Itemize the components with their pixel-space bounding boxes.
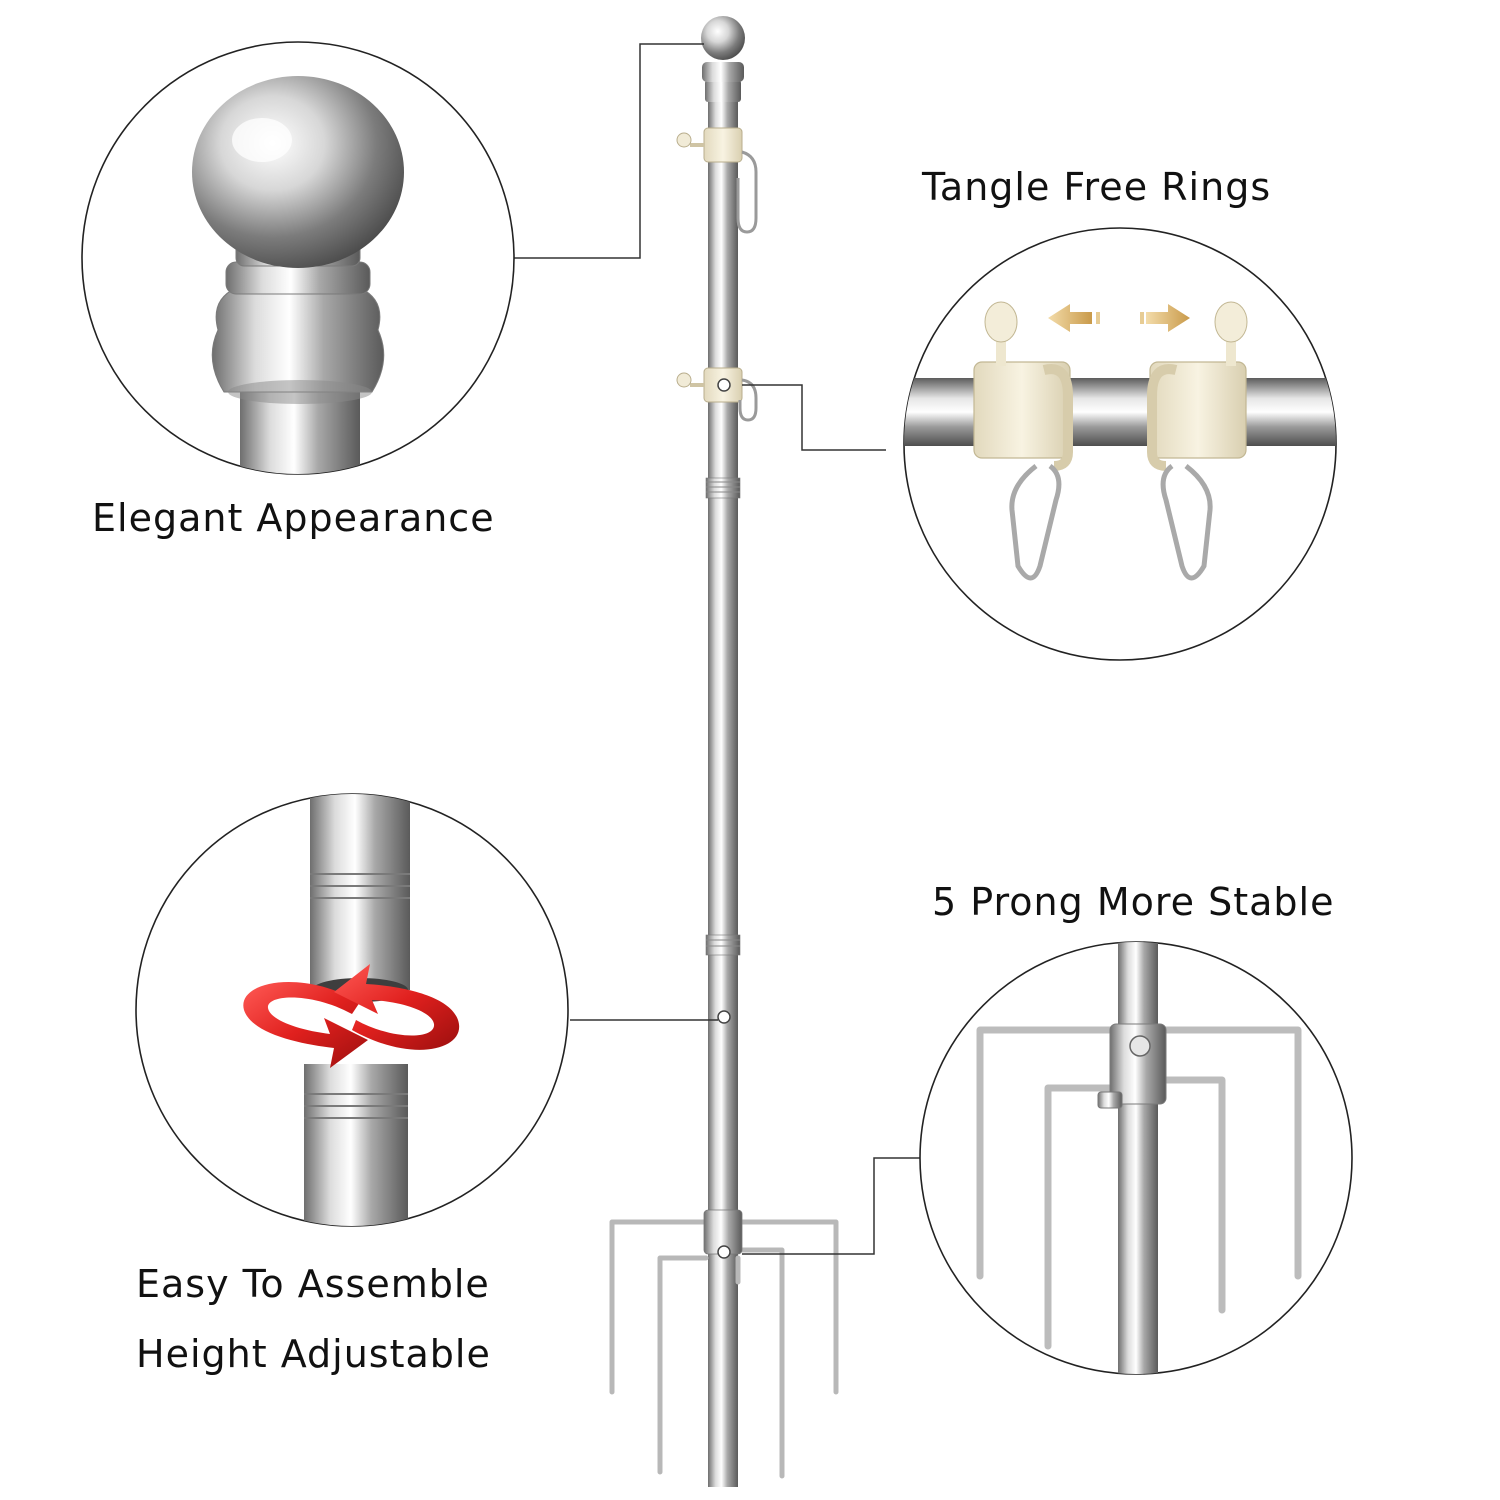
feature-label-prong: 5 Prong More Stable [932,880,1335,924]
feature-label-rings: Tangle Free Rings [922,165,1272,209]
tangle-free-ring-icon [904,301,1336,581]
detail-circle-rings [903,227,1337,661]
connector-prong [742,1157,920,1255]
callout-dot-joint [717,1010,731,1024]
detail-circle-prong [919,941,1353,1375]
callout-dot-prong [717,1245,731,1259]
rotate-arrows-icon [243,964,460,1068]
main-flagpole [609,16,839,1487]
chrome-ball-finial-icon [192,76,404,474]
feature-label-adjustable: Height Adjustable [136,1332,491,1376]
feature-label-elegant: Elegant Appearance [92,496,495,540]
pole-ring-upper [676,127,758,234]
pole-ring-lower [676,367,758,422]
connector-rings [742,384,886,451]
connector-finial [514,43,704,259]
pole-joint-lower [705,934,741,956]
feature-label-assemble: Easy To Assemble [136,1262,490,1306]
pole-prong-stake [609,1219,839,1479]
pole-joint-upper [705,477,741,499]
five-prong-stake-icon [976,942,1302,1374]
detail-circle-finial [81,41,515,475]
pole-finial [701,16,745,102]
pole-joint-closeup [304,794,410,1226]
slide-arrows-icon [1048,304,1190,332]
callout-connectors [514,43,920,1255]
detail-circle-assemble [135,793,569,1227]
pole-shaft [708,92,738,1487]
